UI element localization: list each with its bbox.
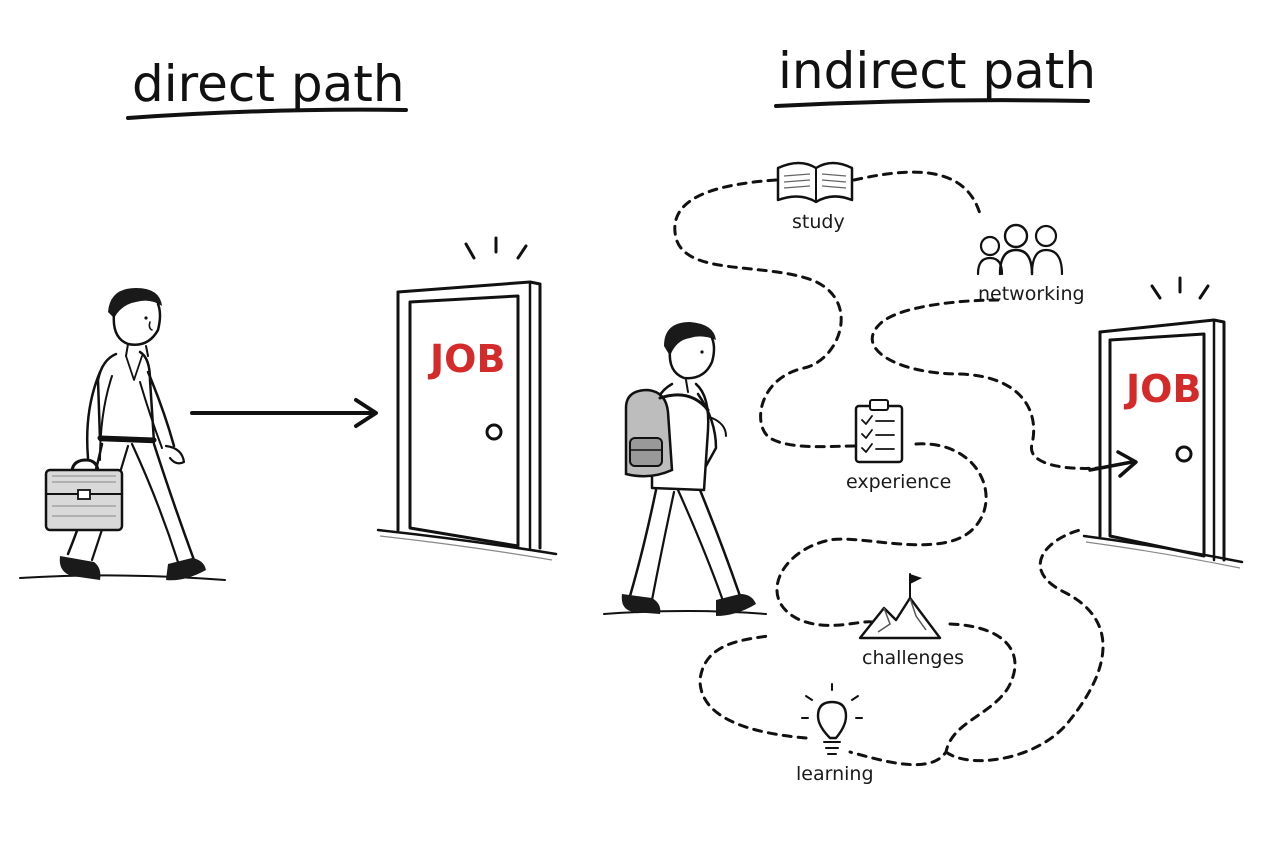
clipboard-checklist-icon (854, 399, 904, 464)
milestone-networking: networking (976, 223, 1085, 305)
milestone-networking-label: networking (978, 283, 1085, 305)
milestone-study-label: study (792, 211, 845, 233)
mountain-flag-icon (858, 573, 942, 640)
people-group-icon (976, 223, 1064, 276)
direct-path-title-text: direct path (132, 55, 405, 113)
student-ground-shadow (603, 610, 767, 615)
student-figure (603, 322, 767, 616)
left-door-sparkle (464, 236, 528, 260)
indirect-path-title: indirect path (774, 42, 1096, 108)
student-hair (664, 322, 716, 356)
right-door-sparkle (1150, 276, 1210, 300)
milestone-learning: learning (796, 683, 874, 785)
lightbulb-icon (801, 683, 863, 755)
briefcase-icon (44, 458, 124, 532)
left-job-door: JOB (376, 236, 558, 561)
milestone-experience: experience (846, 399, 951, 493)
businessman-hair (108, 288, 162, 318)
businessman-ground-shadow (19, 574, 226, 581)
indirect-winding-path (673, 170, 1105, 767)
student-shoe-right (716, 594, 756, 616)
direct-path-arrow (190, 398, 378, 428)
businessman-figure (19, 288, 226, 581)
left-door-job-label: JOB (427, 337, 505, 381)
businessman-shoe-right (166, 558, 206, 581)
indirect-title-underline (774, 98, 1090, 108)
businessman-shoe-left (59, 556, 101, 580)
backpack-icon (624, 388, 710, 478)
right-door-job-label: JOB (1123, 367, 1201, 411)
indirect-path-arrowhead (1088, 450, 1138, 478)
milestone-study: study (776, 161, 854, 233)
milestone-challenges: challenges (858, 573, 964, 669)
right-job-door: JOB (1082, 276, 1244, 569)
indirect-path-title-text: indirect path (778, 42, 1096, 100)
student-shoe-left (621, 594, 661, 614)
direct-path-title: direct path (126, 55, 408, 120)
direct-title-underline (126, 107, 408, 120)
milestone-challenges-label: challenges (862, 647, 964, 669)
milestone-learning-label: learning (796, 763, 874, 785)
open-book-icon (776, 161, 854, 204)
milestone-experience-label: experience (846, 471, 951, 493)
